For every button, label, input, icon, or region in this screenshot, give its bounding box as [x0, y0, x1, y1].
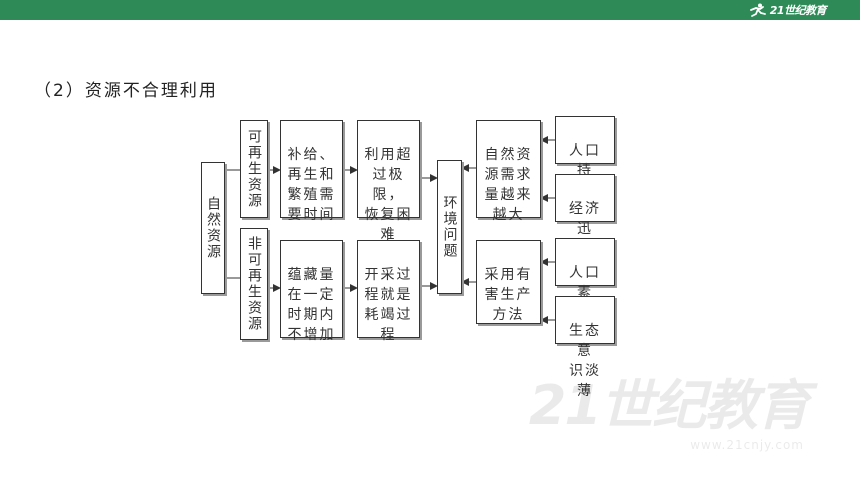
box-nonrenewable: 非可再生资源: [240, 228, 268, 340]
box-nonrenew-condition: 蕴藏量 在一定 时期内 不增加: [280, 240, 343, 343]
box-population-quality: 人口素 质低下: [555, 238, 615, 341]
box-renew-condition: 补给、 再生和 繁殖需 要时间: [280, 120, 343, 223]
box-natural-resources: 自然资源: [201, 162, 225, 294]
section-heading: （2）资源不合理利用: [34, 81, 218, 101]
runner-logo-icon: [749, 3, 766, 17]
top-banner: 21世纪教育: [0, 0, 860, 20]
box-population-growth: 人口持 续增长: [555, 116, 615, 219]
box-economic-development: 经济迅 速发展: [555, 174, 615, 277]
brand-logo: 21世纪教育: [749, 2, 827, 18]
box-renewable: 可再生资源: [240, 120, 268, 218]
watermark-logo: 21世纪教育: [528, 374, 810, 437]
box-resource-demand: 自然资 源需求 量越来 越大: [476, 120, 541, 223]
brand-text: 21世纪教育: [769, 4, 827, 17]
box-renew-overuse: 利用超 过极限， 恢复困 难: [357, 120, 420, 243]
box-environmental-problems: 环境问题: [437, 160, 462, 294]
box-harmful-methods: 采用有 害生产 方法: [476, 240, 541, 324]
watermark-url: www.21cnjy.com: [690, 438, 804, 452]
box-eco-awareness: 生态意 识淡薄: [555, 296, 615, 399]
box-nonrenew-overuse: 开采过 程就是 耗竭过 程: [357, 240, 420, 343]
